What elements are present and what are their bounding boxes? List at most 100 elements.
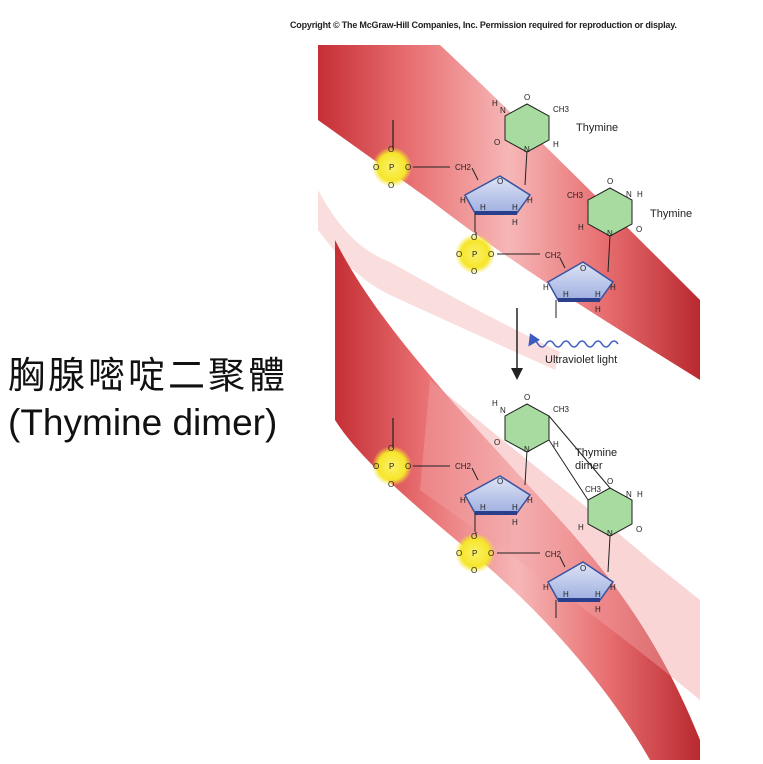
atom-o: O bbox=[388, 181, 394, 190]
atom-ch2: CH2 bbox=[545, 251, 562, 260]
atom-n: N bbox=[626, 490, 632, 499]
atom-h: H bbox=[595, 605, 601, 614]
atom-o: O bbox=[471, 233, 477, 242]
atom-h: H bbox=[512, 218, 518, 227]
atom-h: H bbox=[595, 590, 601, 599]
atom-h: H bbox=[512, 203, 518, 212]
atom-h: H bbox=[610, 283, 616, 292]
atom-o: O bbox=[497, 177, 503, 186]
atom-p: P bbox=[472, 250, 477, 259]
atom-o: O bbox=[494, 438, 500, 447]
atom-h: H bbox=[512, 518, 518, 527]
diagram-caption: 胸腺嘧啶二聚體 (Thymine dimer) bbox=[8, 352, 288, 446]
atom-p: P bbox=[389, 163, 394, 172]
atom-o: O bbox=[471, 566, 477, 575]
phosphate-group-4 bbox=[455, 533, 495, 573]
atom-h: H bbox=[492, 99, 498, 108]
thymine-dimer-label-line2: dimer bbox=[575, 460, 603, 472]
atom-n: N bbox=[500, 406, 506, 415]
atom-o: O bbox=[580, 264, 586, 273]
thymine-label-2: Thymine bbox=[650, 208, 692, 220]
atom-o: O bbox=[373, 462, 379, 471]
caption-english: (Thymine dimer) bbox=[8, 402, 278, 443]
atom-h: H bbox=[595, 305, 601, 314]
atom-p: P bbox=[472, 549, 477, 558]
atom-h: H bbox=[460, 196, 466, 205]
dimer-bond-2 bbox=[548, 439, 589, 501]
atom-h: H bbox=[578, 223, 584, 232]
atom-o: O bbox=[580, 564, 586, 573]
phosphate-group-2 bbox=[455, 234, 495, 274]
atom-h: H bbox=[595, 290, 601, 299]
atom-h: H bbox=[563, 590, 569, 599]
atom-h: H bbox=[460, 496, 466, 505]
atom-h: H bbox=[527, 196, 533, 205]
atom-o: O bbox=[456, 549, 462, 558]
copyright-notice: Copyright © The McGraw-Hill Companies, I… bbox=[290, 20, 677, 30]
deoxyribose-sugar-4 bbox=[546, 561, 615, 601]
atom-o: O bbox=[524, 393, 530, 402]
atom-o: O bbox=[607, 177, 613, 186]
atom-h: H bbox=[543, 583, 549, 592]
atom-o: O bbox=[497, 477, 503, 486]
atom-o: O bbox=[405, 462, 411, 471]
lower-backbone-ribbon-right bbox=[420, 380, 700, 700]
atom-o: O bbox=[494, 138, 500, 147]
thymine-base-1 bbox=[504, 103, 550, 153]
phosphate-group-1 bbox=[372, 147, 412, 187]
atom-p: P bbox=[389, 462, 394, 471]
atom-o: O bbox=[471, 267, 477, 276]
atom-n: N bbox=[524, 445, 530, 454]
atom-h: H bbox=[553, 140, 559, 149]
atom-h: H bbox=[543, 283, 549, 292]
atom-o: O bbox=[405, 163, 411, 172]
atom-h: H bbox=[553, 440, 559, 449]
atom-o: O bbox=[471, 532, 477, 541]
dimer-bond-1 bbox=[548, 415, 611, 489]
deoxyribose-sugar-1 bbox=[463, 175, 532, 214]
uv-wave-icon bbox=[528, 333, 619, 348]
atom-o: O bbox=[388, 480, 394, 489]
atom-h: H bbox=[480, 503, 486, 512]
atom-n: N bbox=[607, 229, 613, 238]
atom-ch3: CH3 bbox=[585, 485, 602, 494]
atom-o: O bbox=[456, 250, 462, 259]
atom-o: O bbox=[636, 525, 642, 534]
upper-backbone-ribbon-tail bbox=[318, 190, 560, 370]
phosphate-group-3 bbox=[372, 446, 412, 486]
atom-h: H bbox=[637, 190, 643, 199]
atom-ch3: CH3 bbox=[567, 191, 584, 200]
atom-h: H bbox=[563, 290, 569, 299]
atom-h: H bbox=[527, 496, 533, 505]
deoxyribose-sugar-3 bbox=[463, 475, 532, 514]
atom-o: O bbox=[488, 549, 494, 558]
atom-o: O bbox=[373, 163, 379, 172]
atom-o: O bbox=[636, 225, 642, 234]
atom-h: H bbox=[492, 399, 498, 408]
atom-h: H bbox=[637, 490, 643, 499]
thymine-label-1: Thymine bbox=[576, 122, 618, 134]
atom-o: O bbox=[607, 477, 613, 486]
atom-n: N bbox=[524, 145, 530, 154]
atom-n: N bbox=[500, 106, 506, 115]
atom-o: O bbox=[524, 93, 530, 102]
atom-h: H bbox=[610, 583, 616, 592]
atom-o: O bbox=[388, 145, 394, 154]
atom-h: H bbox=[578, 523, 584, 532]
atom-o: O bbox=[388, 444, 394, 453]
atom-h: H bbox=[480, 203, 486, 212]
ultraviolet-label: Ultraviolet light bbox=[545, 354, 617, 366]
atom-ch2: CH2 bbox=[455, 462, 472, 471]
atom-ch3: CH3 bbox=[553, 405, 570, 414]
atom-n: N bbox=[607, 529, 613, 538]
atom-n: N bbox=[626, 190, 632, 199]
atom-o: O bbox=[488, 250, 494, 259]
thymine-base-2 bbox=[587, 187, 633, 237]
deoxyribose-sugar-2 bbox=[546, 261, 615, 301]
atom-ch3: CH3 bbox=[553, 105, 570, 114]
atom-ch2: CH2 bbox=[545, 550, 562, 559]
thymine-dimer-label-line1: Thymine bbox=[575, 447, 617, 459]
atom-ch2: CH2 bbox=[455, 163, 472, 172]
caption-chinese: 胸腺嘧啶二聚體 bbox=[8, 354, 288, 397]
